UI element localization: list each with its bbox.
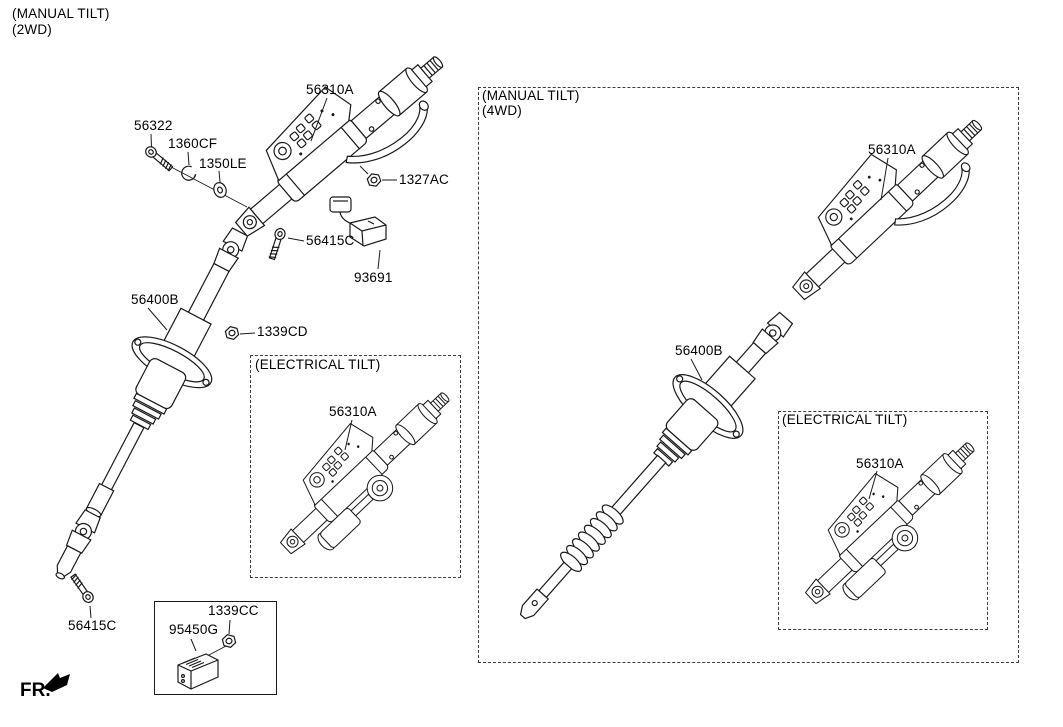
washer-1350le — [211, 180, 229, 200]
part-label-56400b-4wd: 56400B — [675, 343, 723, 358]
electrical-tilt-box-left — [250, 355, 461, 578]
bolt-56415c-lower — [68, 572, 96, 605]
part-label-56310a-4wd: 56310A — [868, 142, 916, 157]
part-label-56310a-2wd: 56310A — [306, 82, 354, 97]
part-label-56415c-lower: 56415C — [68, 618, 117, 633]
section-title-2wd-line2: (2WD) — [12, 22, 52, 37]
electrical-tilt-title-left: (ELECTRICAL TILT) — [255, 357, 381, 372]
part-label-56415c-mid: 56415C — [306, 233, 355, 248]
part-label-93691: 93691 — [354, 270, 393, 285]
nut-1327ac — [365, 171, 383, 189]
part-label-56310a-elec-left: 56310A — [329, 404, 377, 419]
snap-ring-1360cf — [178, 163, 198, 184]
module-assembly-line — [206, 645, 227, 657]
section-title-4wd-line2: (4WD) — [482, 103, 522, 118]
intermediate-shaft-4wd — [519, 310, 795, 620]
manual-tilt-4wd-box — [478, 87, 1019, 663]
part-label-1339cc: 1339CC — [208, 603, 259, 618]
electrical-tilt-title-right: (ELECTRICAL TILT) — [782, 412, 908, 427]
part-label-56322: 56322 — [134, 118, 173, 133]
module-95450g-box — [154, 601, 277, 695]
nut-1339cd — [223, 324, 241, 342]
fr-marker: FR. — [20, 680, 51, 701]
part-label-1360cf: 1360CF — [168, 136, 218, 151]
steering-column-assembly-2wd — [206, 19, 466, 260]
leader-lines — [89, 97, 889, 652]
section-title-4wd-line1: (MANUAL TILT) — [482, 88, 580, 103]
section-title-2wd-line1: (MANUAL TILT) — [12, 6, 110, 21]
part-label-1350le: 1350LE — [199, 156, 247, 171]
fr-direction-arrow — [43, 673, 70, 692]
part-label-1339cd: 1339CD — [257, 324, 308, 339]
part-label-56310a-elec-right: 56310A — [856, 456, 904, 471]
part-label-95450g: 95450G — [169, 622, 219, 637]
intermediate-shaft-2wd — [55, 226, 250, 580]
bolt-56415c-mid — [266, 226, 288, 261]
part-label-56400b-2wd: 56400B — [131, 292, 179, 307]
part-label-1327ac: 1327AC — [399, 172, 449, 187]
electrical-tilt-box-right — [778, 411, 988, 630]
